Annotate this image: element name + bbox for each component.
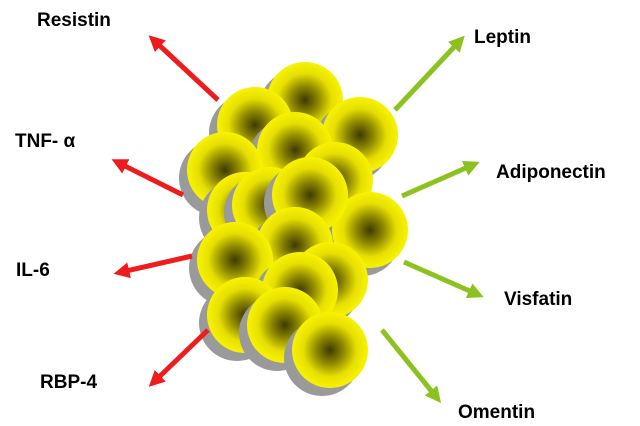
label-adiponectin: Adiponectin	[496, 162, 606, 183]
adipocyte-cell	[292, 312, 368, 388]
visfatin-arrow	[404, 262, 472, 292]
leptin-arrow	[395, 45, 456, 110]
il6-arrow	[126, 256, 192, 271]
label-rbp4: RBP-4	[40, 372, 97, 393]
label-omentin: Omentin	[458, 402, 535, 423]
label-tnf-alpha: TNF- α	[15, 131, 76, 152]
omentin-arrow	[382, 330, 433, 393]
resistin-arrow	[158, 44, 218, 100]
label-resistin: Resistin	[37, 10, 111, 31]
label-visfatin: Visfatin	[504, 289, 572, 310]
rbp4-arrow	[158, 330, 208, 378]
adipocyte-cluster	[179, 62, 408, 396]
label-leptin: Leptin	[474, 27, 531, 48]
tnf-alpha-arrow	[123, 165, 183, 195]
label-il6: IL-6	[16, 260, 50, 281]
adiponectin-arrow	[402, 167, 468, 196]
